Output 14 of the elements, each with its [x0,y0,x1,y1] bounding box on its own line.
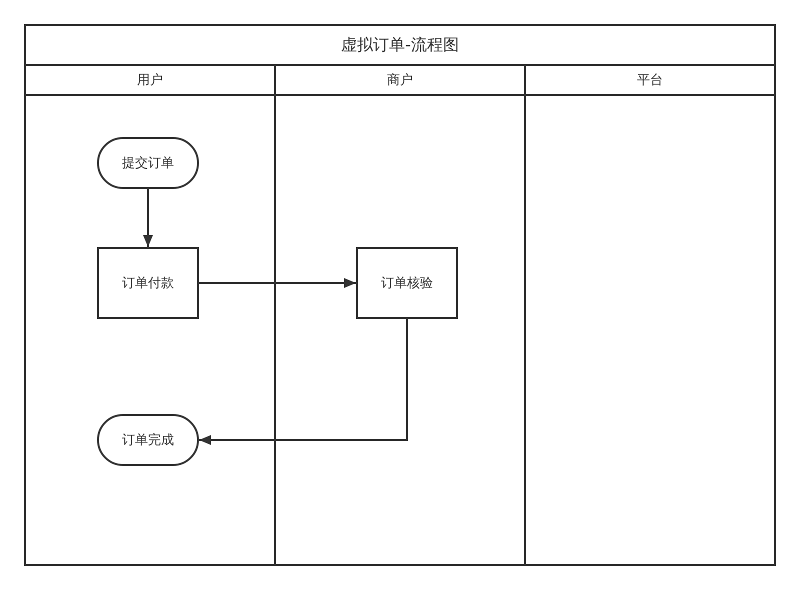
terminal-box: 提交订单 [97,137,199,189]
process-box: 订单付款 [97,247,199,319]
lane-header: 平台 [526,66,774,96]
terminal-box: 订单完成 [97,414,199,466]
arrow [143,189,153,247]
lane-header: 商户 [276,66,524,96]
process-box: 订单核验 [356,247,458,319]
swimlane-pool [24,24,776,566]
swimlane-lane [274,64,524,564]
lane-header: 用户 [26,66,274,96]
swimlane-lane [524,64,774,564]
arrow [199,278,356,288]
arrow [199,319,408,445]
pool-title: 虚拟订单-流程图 [340,34,460,56]
